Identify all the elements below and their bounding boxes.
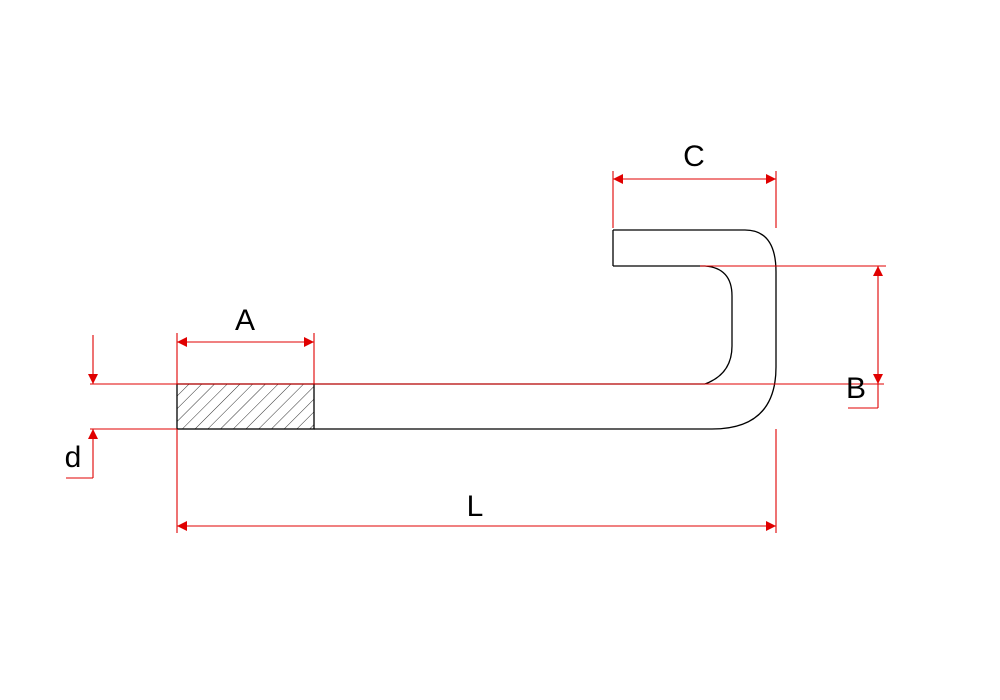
- inner-bend: [613, 265, 733, 385]
- label-b: B: [846, 372, 866, 405]
- label-d: d: [65, 441, 82, 474]
- label-l: L: [467, 490, 484, 523]
- thread-section: [176, 383, 315, 430]
- dimension-lines: [66, 171, 886, 533]
- label-c: C: [683, 140, 705, 173]
- label-a: A: [235, 304, 255, 337]
- bolt-body: [176, 229, 777, 430]
- outer-bend: [613, 229, 777, 430]
